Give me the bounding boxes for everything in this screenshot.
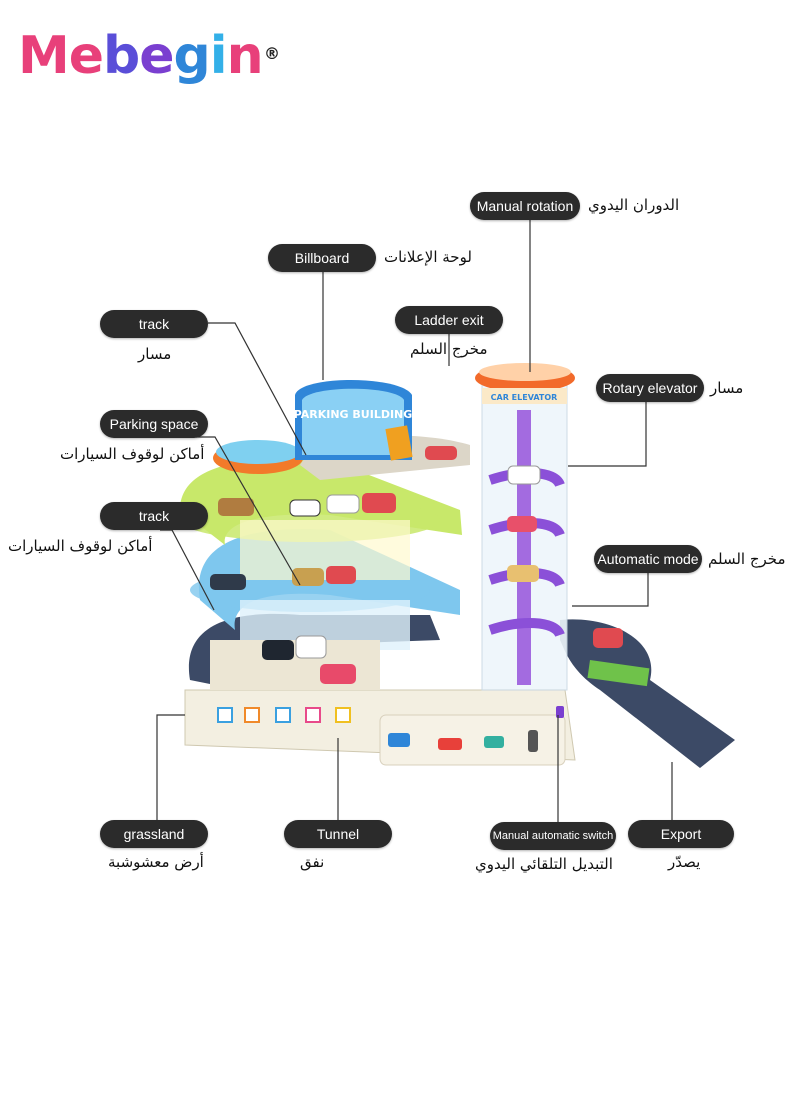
parking-space-label: Parking space: [100, 410, 208, 438]
leader-line-automatic-mode: [572, 572, 649, 607]
car-icon: [388, 733, 410, 747]
base-icon-tile: [305, 707, 321, 723]
elevator-text: CAR ELEVATOR: [491, 393, 558, 402]
ladder-exit-label: Ladder exit: [395, 306, 503, 334]
automatic-mode-label: Automatic mode: [594, 545, 702, 573]
logo-letter: b: [103, 26, 140, 86]
track-mid-ar: أماكن لوقوف السيارات: [8, 537, 153, 555]
manual-rotation-ar: الدوران اليدوي: [588, 196, 680, 214]
car-icon: [484, 736, 504, 748]
parking-p-icon: [244, 707, 260, 723]
brand-logo: Mebegin ®: [18, 26, 280, 86]
leader-line-rotary-elevator: [568, 401, 647, 467]
leader-line-grassland: [156, 714, 185, 820]
export-label: Export: [628, 820, 734, 848]
base-icon-tile: [335, 707, 351, 723]
logo-letter: g: [173, 26, 211, 86]
logo-letter: M: [18, 26, 70, 86]
logo-letter: e: [68, 26, 104, 86]
toy-elevator: CAR ELEVATOR: [475, 363, 575, 691]
automatic-mode-ar: مخرج السلم: [708, 550, 786, 568]
registered-mark: ®: [264, 44, 280, 63]
tunnel-ar: نفق: [300, 853, 325, 871]
leader-line-track-top: [208, 322, 307, 456]
toy-roof: PARKING BUILDING: [213, 380, 413, 474]
manual-automatic-switch-label: Manual automatic switch: [490, 822, 616, 850]
billboard-ar: لوحة الإعلانات: [384, 248, 472, 266]
car-icon: [438, 738, 462, 750]
base-icon-tile: [275, 707, 291, 723]
track-mid-label: track: [100, 502, 208, 530]
rotary-elevator-label: Rotary elevator: [596, 374, 704, 402]
tunnel-label: Tunnel: [284, 820, 392, 848]
logo-letter: e: [139, 26, 174, 86]
manual-rotation-label: Manual rotation: [470, 192, 580, 220]
leader-lines: [156, 218, 673, 822]
grassland-ar: أرض معشوشبة: [108, 853, 204, 871]
car-icon: [507, 465, 541, 485]
car-icon: [507, 516, 537, 532]
traffic-light-icon: [528, 730, 538, 752]
logo-letter: n: [226, 26, 264, 86]
switch-knob: [556, 706, 564, 718]
track-top-label: track: [100, 310, 208, 338]
billboard-text: PARKING BUILDING: [294, 408, 413, 421]
logo-letter: i: [209, 26, 228, 86]
manual-automatic-switch-ar: التبديل التلقائي اليدوي: [475, 855, 613, 873]
export-ar: يصدّر: [668, 853, 701, 871]
leader-line-parking-space: [196, 436, 301, 586]
toy-cars: [210, 446, 623, 684]
grassland-label: grassland: [100, 820, 208, 848]
car-icon: [507, 565, 539, 582]
leader-line-track-mid: [160, 529, 215, 611]
track-top-ar: مسار: [138, 345, 172, 363]
ladder-exit-ar: مخرج السلم: [410, 340, 488, 358]
parking-space-ar: أماكن لوقوف السيارات: [60, 445, 205, 463]
billboard-label: Billboard: [268, 244, 376, 272]
base-icon-tile: [217, 707, 233, 723]
rotary-elevator-ar: مسار: [710, 379, 744, 397]
toy-base: [184, 689, 576, 766]
